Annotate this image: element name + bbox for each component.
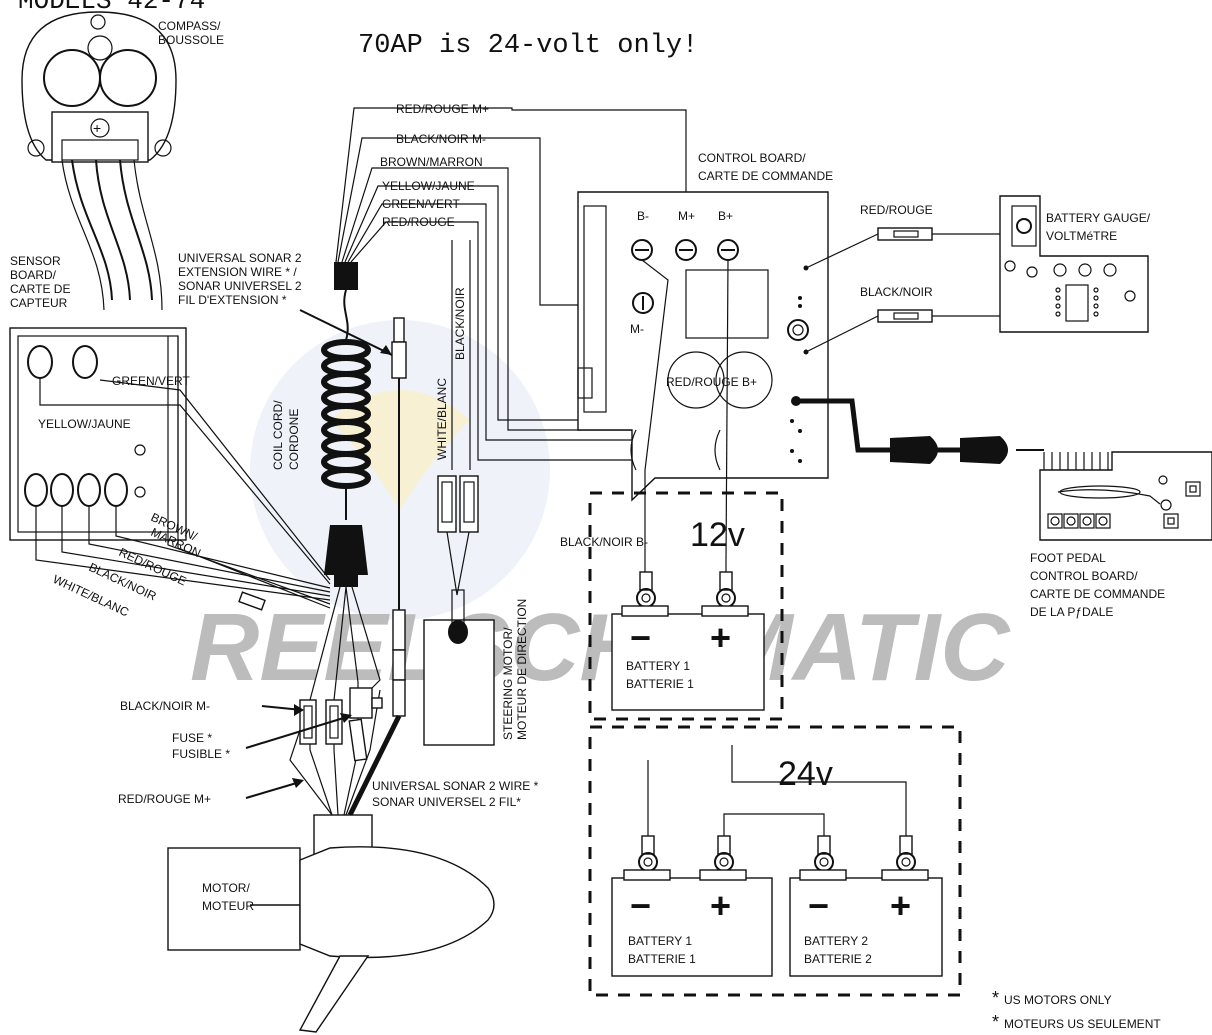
compass-screw-plus: + [93, 120, 101, 136]
coil-cord-label-2: CORDONE [287, 409, 301, 470]
battery-24v-section [588, 725, 962, 997]
red-rouge-mplus-label: RED/ROUGE M+ [396, 102, 489, 116]
us2-ext-label-3: SONAR UNIVERSEL 2 [178, 279, 302, 293]
battery1-12v-label-2: BATTERIE 1 [626, 677, 694, 691]
battery-gauge-label-1: BATTERY GAUGE/ [1046, 211, 1151, 225]
footnote-asterisk-2: * [992, 1012, 999, 1032]
foot-pedal-label-3: CARTE DE COMMANDE [1030, 587, 1165, 601]
control-board-label-2: CARTE DE COMMANDE [698, 169, 833, 183]
us2-wire-label-2: SONAR UNIVERSEL 2 FIL* [372, 795, 521, 809]
footnote-moteurs-us: MOTEURS US SEULEMENT [1004, 1017, 1161, 1031]
battery1-24v-label-1: BATTERY 1 [628, 934, 692, 948]
sensor-label-1: SENSOR [10, 254, 61, 268]
terminal-m-plus: M+ [678, 209, 695, 223]
battery1-24v-minus: − [630, 885, 651, 926]
us2-ext-label-4: FIL D'EXTENSION * [178, 293, 287, 307]
footnote-asterisk-1: * [992, 988, 999, 1008]
black-noir-mminus-label: BLACK/NOIR M- [396, 132, 486, 146]
compass-label-2: BOUSSOLE [158, 33, 224, 47]
model-header-partial: MODELS 42-74 [18, 0, 205, 16]
battery1-24v-plus: + [710, 885, 731, 926]
fuse-label-1: FUSE * [172, 731, 212, 745]
watermark-text: REELSCHEMATIC [190, 594, 1011, 701]
motor-label-2: MOTEUR [202, 899, 254, 913]
compass-label-1: COMPASS/ [158, 19, 221, 33]
red-rouge-mplus-left-label: RED/ROUGE M+ [118, 792, 211, 806]
steering-motor-label-2: MOTEUR DE DIRECTION [515, 599, 529, 740]
gauge-red-rouge-label: RED/ROUGE [860, 203, 933, 217]
red-rouge-label-top: RED/ROUGE [382, 215, 455, 229]
us2-wire-label-1: UNIVERSAL SONAR 2 WIRE * [372, 779, 539, 793]
black-noir-bminus-label: BLACK/NOIR B- [560, 535, 648, 549]
footnote-us-motors-only: US MOTORS ONLY [1004, 993, 1112, 1007]
battery-12v-section [588, 491, 784, 721]
black-noir-vertical-label: BLACK/NOIR [453, 287, 467, 360]
control-board-label-1: CONTROL BOARD/ [698, 151, 806, 165]
terminal-b-minus: B- [637, 209, 649, 223]
steering-motor-label-1: STEERING MOTOR/ [501, 627, 515, 740]
sensor-label-3: CARTE DE [10, 282, 70, 296]
compass: + [21, 11, 177, 311]
gauge-black-noir-label: BLACK/NOIR [860, 285, 933, 299]
black-noir-mminus-left-label: BLACK/NOIR M- [120, 699, 210, 713]
yellow-jaune-label-top: YELLOW/JAUNE [382, 179, 475, 193]
foot-pedal-label-2: CONTROL BOARD/ [1030, 569, 1138, 583]
steering-motor [423, 475, 495, 746]
battery2-24v-label-1: BATTERY 2 [804, 934, 868, 948]
battery-gauge [805, 195, 1149, 353]
terminal-b-plus: B+ [718, 209, 733, 223]
sensor-label-4: CAPTEUR [10, 296, 68, 310]
green-vert-label-top: GREEN/VERT [382, 197, 460, 211]
terminal-m-minus: M- [630, 322, 644, 336]
sonar-extension-cable [347, 317, 407, 817]
voltage-12v-label: 12v [690, 516, 745, 554]
yellow-jaune-label-board: YELLOW/JAUNE [38, 417, 131, 431]
fuse-label-2: FUSIBLE * [172, 747, 230, 761]
us2-ext-label-1: UNIVERSAL SONAR 2 [178, 251, 302, 265]
foot-pedal-label-1: FOOT PEDAL [1030, 551, 1106, 565]
battery1-12v-minus: − [630, 617, 651, 658]
foot-pedal [796, 398, 1212, 541]
brown-marron-label: BROWN/MARRON [380, 155, 483, 169]
coil-cord-label-1: COIL CORD/ [271, 400, 285, 470]
voltage-24v-label: 24v [778, 755, 833, 793]
voltage-note: 70AP is 24-volt only! [358, 31, 698, 61]
sensor-board [9, 327, 187, 541]
sensor-label-2: BOARD/ [10, 268, 57, 282]
us2-ext-label-2: EXTENSION WIRE * / [178, 265, 297, 279]
white-blanc-vertical-label: WHITE/BLANC [435, 378, 449, 460]
motor-label-1: MOTOR/ [202, 881, 250, 895]
foot-pedal-label-4: DE LA PƒDALE [1030, 605, 1113, 619]
coil-cord [321, 262, 371, 587]
battery2-24v-label-2: BATTERIE 2 [804, 952, 872, 966]
battery1-12v-label-1: BATTERY 1 [626, 659, 690, 673]
lower-harness [289, 586, 383, 816]
battery2-24v-minus: − [808, 885, 829, 926]
battery-gauge-label-2: VOLTMéTRE [1046, 229, 1117, 243]
red-rouge-bplus-label: RED/ROUGE B+ [666, 375, 757, 389]
battery1-24v-label-2: BATTERIE 1 [628, 952, 696, 966]
battery2-24v-plus: + [890, 885, 911, 926]
trolling-motor [167, 814, 495, 1033]
battery1-12v-plus: + [710, 617, 731, 658]
